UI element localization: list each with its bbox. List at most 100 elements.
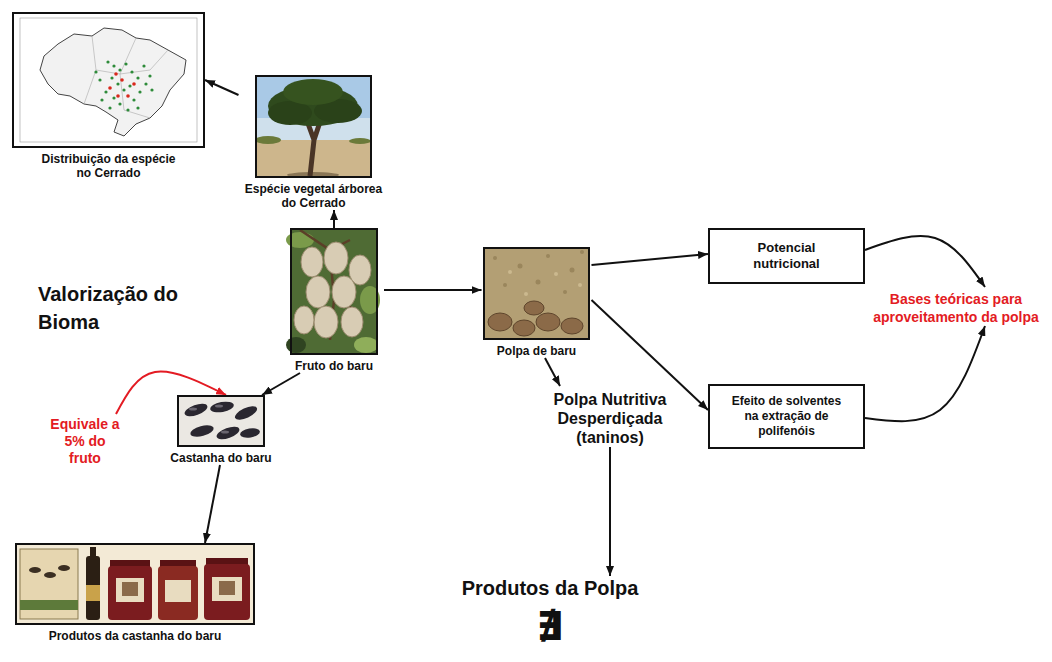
jar (204, 564, 250, 620)
process-box: Efeito de solventes na extração de polif… (708, 384, 865, 449)
note-text: Equivale a 5% do fruto (48, 414, 122, 467)
caption-holder: Polpa de baru (482, 344, 592, 358)
dot (136, 76, 139, 79)
package-seed (29, 567, 41, 573)
products-illustration (15, 543, 255, 625)
flow-arrow (205, 465, 220, 543)
node-text: Equivale a 5% do fruto (48, 416, 122, 467)
photo-caption: Castanha do baru (166, 451, 276, 465)
dot (116, 82, 119, 85)
occurrence-dots (94, 60, 153, 111)
pulp-photo: Polpa de baru (482, 247, 592, 358)
grain (493, 256, 497, 260)
jar (158, 566, 198, 620)
conclusion-text: Bases teóricas para aproveitamento da po… (866, 287, 1046, 326)
dot (136, 106, 139, 109)
seed (209, 400, 234, 414)
caption-holder: Produtos da castanha do baru (15, 629, 255, 643)
dot (120, 78, 124, 82)
grain (518, 264, 523, 269)
products-heading: Produtos da Polpa (420, 576, 680, 600)
photo-frame (255, 75, 372, 178)
dot (128, 84, 131, 87)
leaf (354, 337, 378, 353)
fruit (294, 306, 314, 334)
photo-frame (483, 247, 590, 340)
dot (114, 72, 118, 76)
map-grid (20, 18, 197, 142)
canopy (283, 79, 343, 105)
tree-illustration (255, 75, 372, 178)
grain (503, 283, 507, 287)
dot (118, 102, 121, 105)
photo-caption: Espécie vegetal árborea do Cerrado (239, 182, 389, 210)
caption-holder: Castanha do baru (166, 451, 276, 465)
package-seed (44, 572, 56, 578)
sample-dots (108, 72, 136, 98)
bioma-heading: Valorização do Bioma (38, 280, 188, 336)
flow-arrow (609, 447, 611, 576)
grain (580, 250, 584, 254)
flow-arrow (865, 236, 985, 287)
products-photo: Produtos da castanha do baru (15, 543, 255, 643)
flow-arrow (262, 373, 300, 395)
package-seed (58, 565, 70, 571)
flow-arrow (205, 80, 239, 95)
dot (112, 64, 115, 67)
dot (130, 70, 133, 73)
map-photo: Distribuição da espécie no Cerrado (12, 12, 205, 180)
shrub (349, 138, 371, 144)
dot (144, 82, 147, 85)
pulp-powder (483, 247, 590, 340)
photo-caption: Produtos da castanha do baru (15, 629, 255, 643)
fruit (524, 301, 544, 315)
jar-portrait (122, 582, 138, 596)
leaf (286, 337, 306, 353)
dot (142, 64, 145, 67)
photo-frame (177, 395, 265, 447)
node-text: Produtos da Polpa (420, 576, 680, 600)
jar-label (212, 577, 242, 601)
grain (554, 272, 558, 276)
seed (233, 403, 259, 422)
waste-text: Polpa Nutritiva Desperdiçada (taninos) (545, 386, 675, 447)
node-text: Potencial nutricional (728, 240, 845, 272)
grain (563, 290, 567, 294)
products-ground (15, 543, 255, 625)
powder-texture (493, 250, 584, 294)
jar-label (165, 580, 191, 602)
not-exists-symbol: ∄ (500, 604, 600, 648)
dot (108, 86, 112, 90)
highlight (221, 431, 229, 434)
photo-caption: Fruto do baru (284, 359, 384, 373)
grain (578, 283, 582, 287)
dot (104, 90, 107, 93)
photo-frame (15, 543, 255, 625)
jar-label (116, 578, 144, 602)
package-band (20, 600, 78, 610)
fruit-illustration (286, 228, 380, 355)
node-text: Efeito de solventes na extração de polif… (726, 394, 847, 439)
flow-arrow (333, 210, 335, 228)
pulp-illustration (483, 247, 590, 340)
fruit-photo: Fruto do baru (284, 228, 384, 373)
grain (524, 292, 528, 296)
highlight (215, 405, 223, 408)
dot (98, 78, 101, 81)
canopy (268, 101, 312, 125)
seed-ground (177, 395, 265, 447)
dot (122, 88, 125, 91)
bottle (86, 556, 100, 620)
dot (126, 108, 129, 111)
map-illustration (12, 12, 205, 148)
caption-holder: Espécie vegetal árborea do Cerrado (239, 182, 389, 210)
node-text: Bases teóricas para aproveitamento da po… (866, 290, 1046, 326)
jar-portrait (219, 581, 235, 595)
dot (108, 106, 111, 109)
seed (189, 423, 215, 439)
state-borders (84, 36, 168, 118)
powder-texture (508, 270, 582, 296)
map-ground (12, 12, 205, 148)
